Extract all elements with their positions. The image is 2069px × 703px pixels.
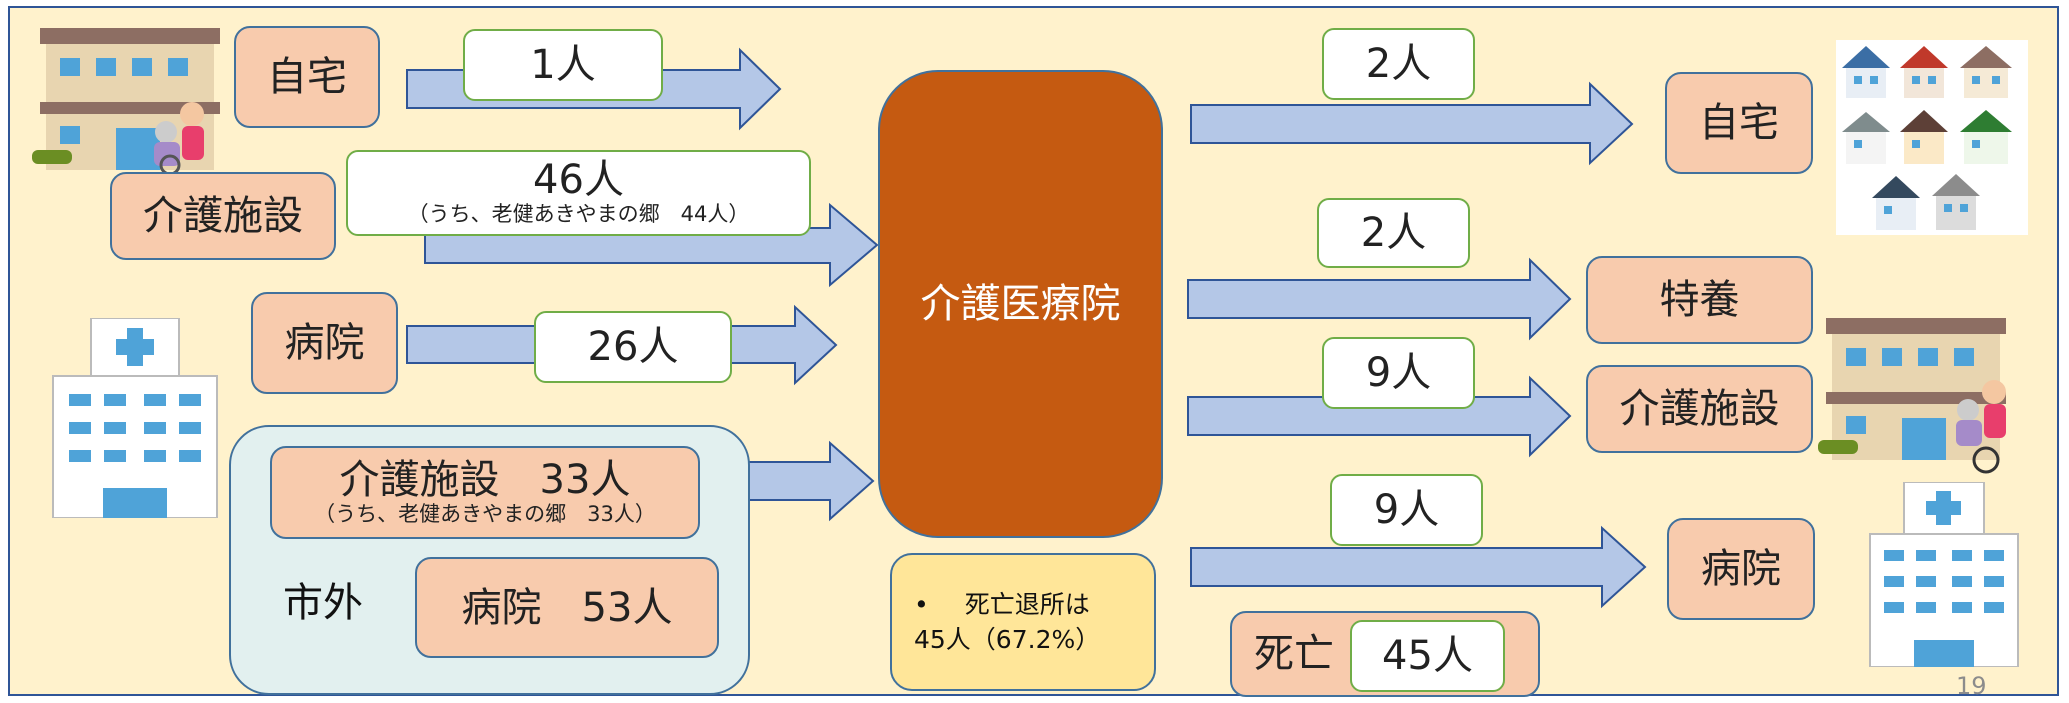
death-count: 45人 (1350, 620, 1505, 692)
dest-home-label: 自宅 (1699, 100, 1779, 146)
center-label: 介護医療院 (920, 281, 1121, 327)
count-facility-in: 46人 （うち、老健あきやまの郷 44人） (346, 150, 811, 236)
arrow-home-out (1190, 81, 1634, 166)
count-tokuyo-out: 2人 (1317, 198, 1470, 268)
death-count-value: 45人 (1382, 633, 1473, 679)
source-hospital: 病院 (251, 292, 398, 394)
outside-facility-node: 介護施設 33人 （うち、老健あきやまの郷 33人） (270, 446, 700, 539)
page-number: 19 (1956, 672, 1987, 700)
dest-hospital-label: 病院 (1701, 546, 1781, 592)
outside-city-label: 市外 (283, 580, 363, 626)
death-note-text1: 死亡退所は (964, 590, 1090, 619)
death-label: 死亡 (1254, 631, 1334, 677)
source-facility: 介護施設 (110, 172, 336, 260)
count-tokuyo-out-value: 2人 (1360, 210, 1427, 256)
outside-facility-note: （うち、老健あきやまの郷 33人） (314, 501, 656, 526)
dest-tokuyo-label: 特養 (1659, 277, 1740, 323)
dest-facility: 介護施設 (1586, 365, 1813, 453)
death-note-line1: • 死亡退所は (914, 587, 1154, 622)
arrow-hospital-out (1190, 525, 1647, 609)
count-facility-in-value: 46人 (533, 157, 624, 204)
dest-home: 自宅 (1665, 72, 1813, 174)
death-note-bullet: • (914, 590, 929, 619)
dest-hospital: 病院 (1667, 518, 1815, 620)
arrow-tokuyo-out (1187, 257, 1572, 341)
center-node: 介護医療院 (878, 70, 1163, 538)
houses-icon (1836, 40, 2028, 235)
count-hospital-in-value: 26人 (587, 324, 679, 370)
count-facility-out-value: 9人 (1365, 350, 1432, 396)
source-facility-label: 介護施設 (143, 193, 303, 239)
arrow-facility-in (424, 202, 879, 288)
count-facility-out: 9人 (1322, 337, 1475, 409)
count-home-out-value: 2人 (1365, 41, 1432, 87)
outside-hospital-label: 病院 53人 (461, 584, 673, 631)
count-home-in-value: 1人 (530, 42, 596, 88)
outside-facility-label: 介護施設 33人 (339, 456, 631, 503)
dest-tokuyo: 特養 (1586, 256, 1813, 344)
count-facility-in-note: （うち、老健あきやまの郷 44人） (407, 202, 750, 227)
hospital-icon (52, 318, 218, 518)
source-hospital-label: 病院 (284, 320, 365, 366)
care-building-icon (32, 28, 220, 172)
outside-hospital-node: 病院 53人 (415, 557, 719, 658)
death-note-box: • 死亡退所は 45人（67.2%） (890, 553, 1156, 691)
source-home: 自宅 (234, 26, 380, 128)
death-note-line2: 45人（67.2%） (914, 625, 1101, 654)
source-home-label: 自宅 (267, 54, 347, 100)
count-hospital-out: 9人 (1330, 474, 1483, 546)
count-hospital-in: 26人 (534, 311, 732, 383)
count-hospital-out-value: 9人 (1373, 487, 1440, 533)
care-building-icon (1818, 318, 2006, 474)
count-home-out: 2人 (1322, 28, 1475, 100)
dest-facility-label: 介護施設 (1619, 386, 1780, 432)
hospital-icon (1869, 482, 2019, 667)
count-home-in: 1人 (463, 29, 663, 101)
